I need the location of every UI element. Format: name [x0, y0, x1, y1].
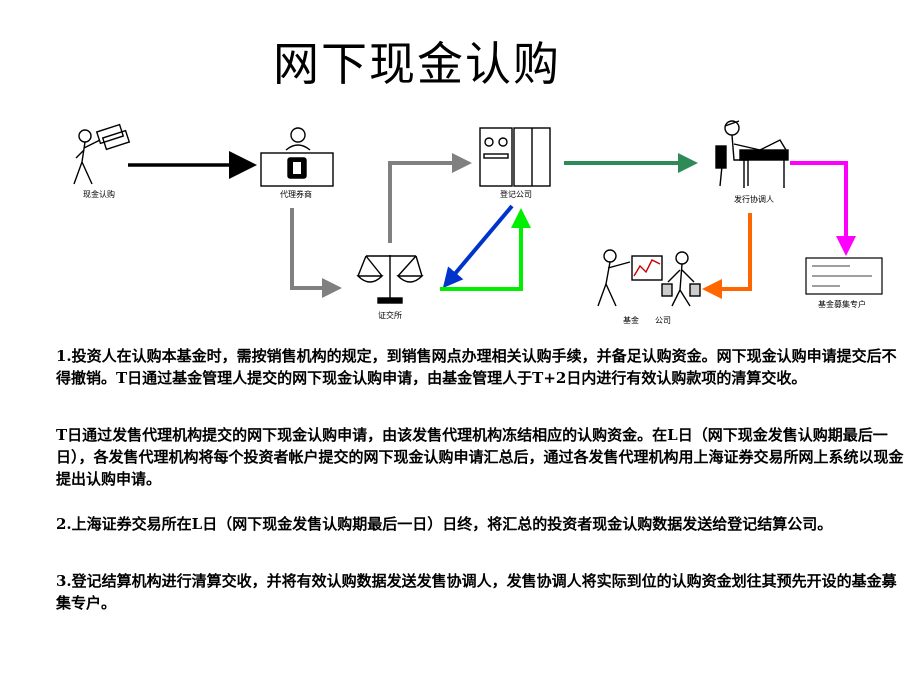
- flow-diagram: 现金认购 代理券商 登记公司 发行协调人 证交所: [73, 120, 883, 325]
- node-label-account: 基金募集专户: [818, 299, 866, 309]
- paragraph-2: T日通过发售代理机构提交的网下现金认购申请，由该发售代理机构冻结相应的认购资金。…: [56, 426, 904, 488]
- arrow-registrar-to-exchange: [442, 204, 514, 289]
- paragraph-4: 3.登记结算机构进行清算交收，并将有效认购数据发送发售协调人，发售协调人将实际到…: [56, 572, 897, 612]
- node-label-coordinator: 发行协调人: [734, 194, 774, 204]
- investor-icon: [73, 123, 131, 185]
- coordinator-person-icon: [715, 120, 789, 188]
- paragraph-3: 2.上海证券交易所在L日（网下现金发售认购期最后一日）日终，将汇总的投资者现金认…: [56, 515, 833, 533]
- fund-account-check-icon: [805, 257, 883, 295]
- arrow-exchange-to-registrar-green: [440, 208, 531, 291]
- page-title: 网下现金认购: [273, 37, 561, 91]
- broker-desk-icon: [260, 127, 334, 187]
- node-label-registrar: 登记公司: [500, 189, 532, 199]
- arrow-exchange-to-registrar: [388, 153, 472, 243]
- paragraph-1: 1.投资人在认购本基金时，需按销售机构的规定，到销售网点办理相关认购手续，并备足…: [56, 347, 897, 387]
- arrow-agent-to-exchange: [290, 208, 342, 298]
- arrow-coordinator-to-account: [790, 161, 856, 256]
- node-label-exchange: 证交所: [378, 310, 402, 320]
- fund-company-icon: [597, 249, 701, 307]
- node-label-agent: 代理券商: [280, 189, 312, 199]
- exchange-scales-icon: [356, 255, 424, 304]
- arrow-coordinator-to-fund: [702, 213, 752, 299]
- node-label-fund: 基金 公司: [623, 315, 671, 325]
- node-label-investor: 现金认购: [83, 189, 115, 199]
- registrar-computer-icon: [479, 127, 551, 187]
